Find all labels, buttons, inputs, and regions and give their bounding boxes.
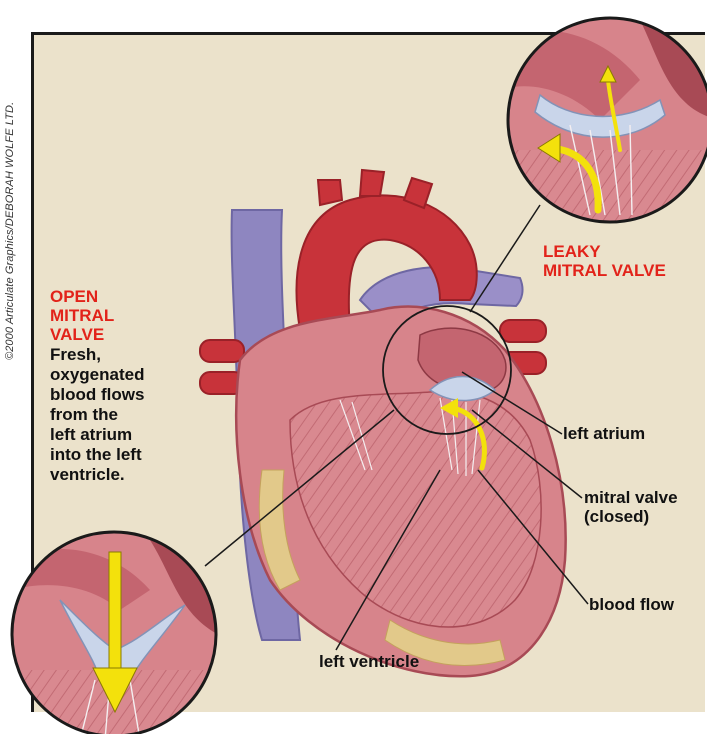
left-atrium-label: left atrium [563, 424, 645, 444]
mitral-valve-label-line-1: mitral valve [584, 488, 678, 508]
blood-flow-label: blood flow [589, 595, 674, 615]
leaky-valve-title-line-1: LEAKY [543, 242, 601, 262]
credit-text: ©2000 Articulate Graphics/DEBORAH WOLFE … [4, 102, 16, 360]
open-valve-body-line-1: Fresh, [50, 345, 101, 365]
open-valve-title-line-2: MITRAL [50, 306, 114, 326]
open-valve-body-line-7: ventricle. [50, 465, 125, 485]
leaky-valve-title-line-2: MITRAL VALVE [543, 261, 666, 281]
open-valve-body-line-2: oxygenated [50, 365, 144, 385]
mitral-valve-label-line-2: (closed) [584, 507, 649, 527]
open-valve-body-line-4: from the [50, 405, 118, 425]
open-valve-body-line-6: into the left [50, 445, 142, 465]
open-valve-body-line-3: blood flows [50, 385, 144, 405]
open-valve-title-line-1: OPEN [50, 287, 98, 307]
open-valve-title-line-3: VALVE [50, 325, 104, 345]
left-ventricle-label: left ventricle [319, 652, 419, 672]
open-valve-body-line-5: left atrium [50, 425, 132, 445]
